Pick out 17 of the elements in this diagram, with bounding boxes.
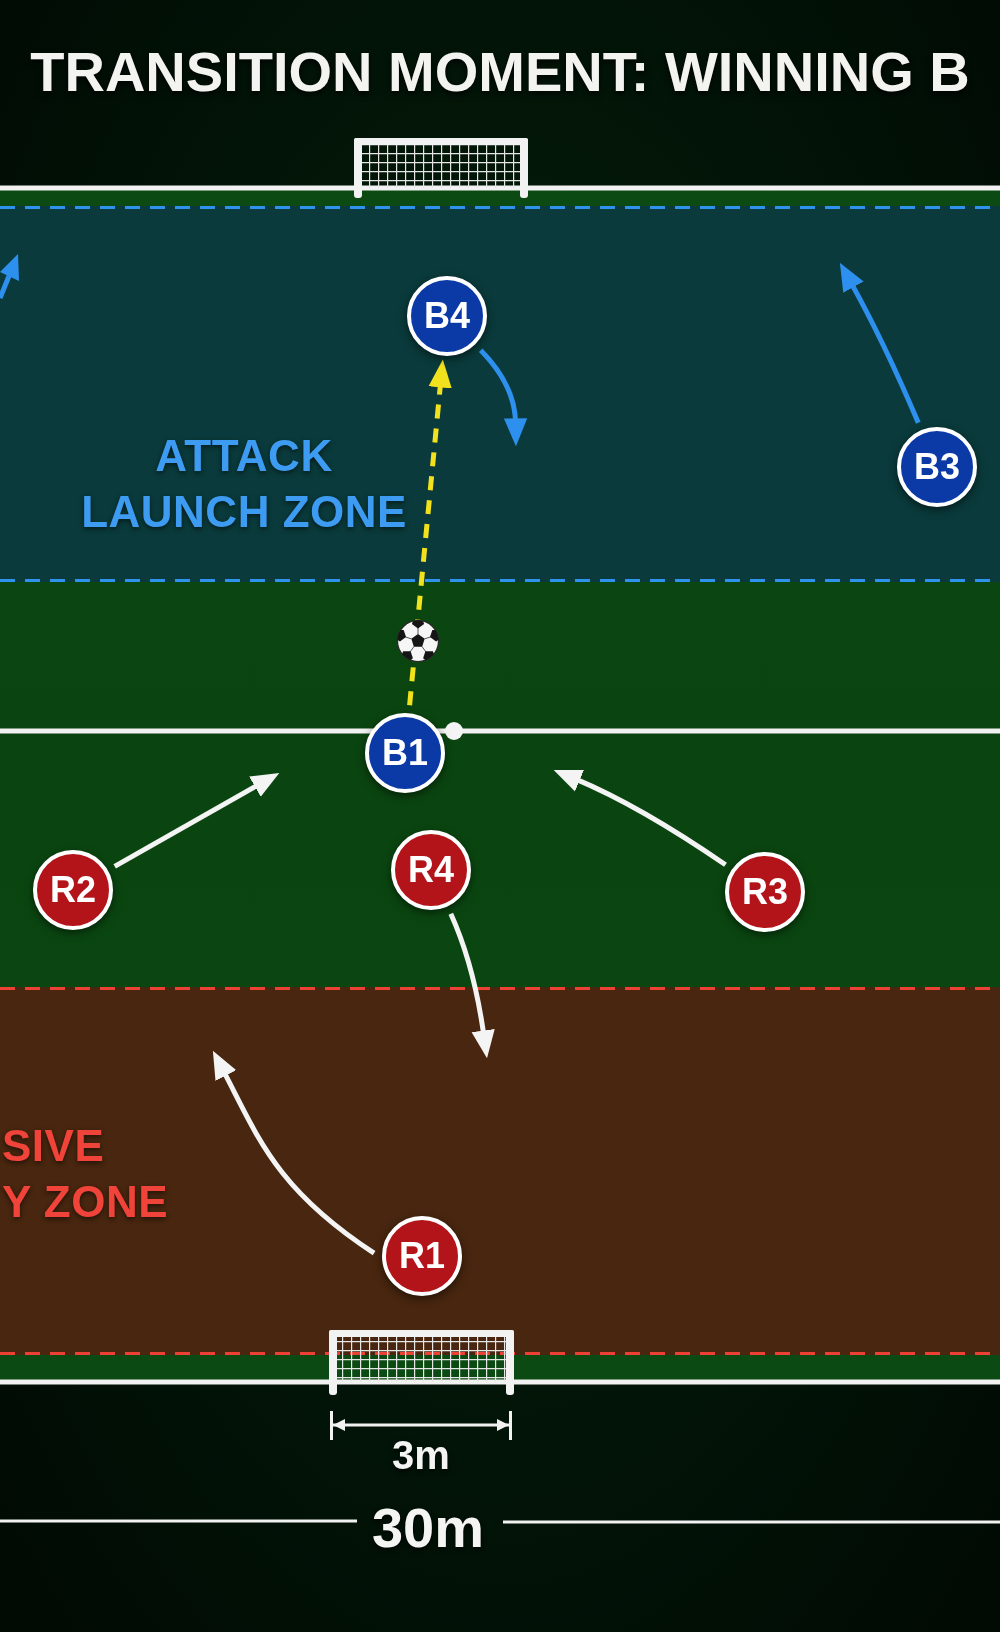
arrow [113, 772, 280, 869]
dashed-arrow [407, 359, 452, 706]
curved-arrow [478, 348, 527, 447]
curved-arrow [213, 1050, 376, 1256]
zone-band [0, 987, 1000, 1355]
curved-arrow [553, 769, 727, 867]
player-token: B3 [897, 427, 977, 507]
diagram-title: TRANSITION MOMENT: WINNING B [30, 44, 970, 100]
dimension-label: 30m [371, 1500, 485, 1556]
player-token: R1 [382, 1216, 462, 1296]
player-token: B4 [407, 276, 487, 356]
dimension-label: 3m [392, 1435, 450, 1475]
curved-arrow [839, 262, 921, 424]
zone-label: ATTACK LAUNCH ZONE [81, 430, 407, 538]
zone-label: SIVE Y ZONE [2, 1120, 168, 1228]
curved-arrow [448, 912, 495, 1059]
zone-band [0, 206, 1000, 582]
